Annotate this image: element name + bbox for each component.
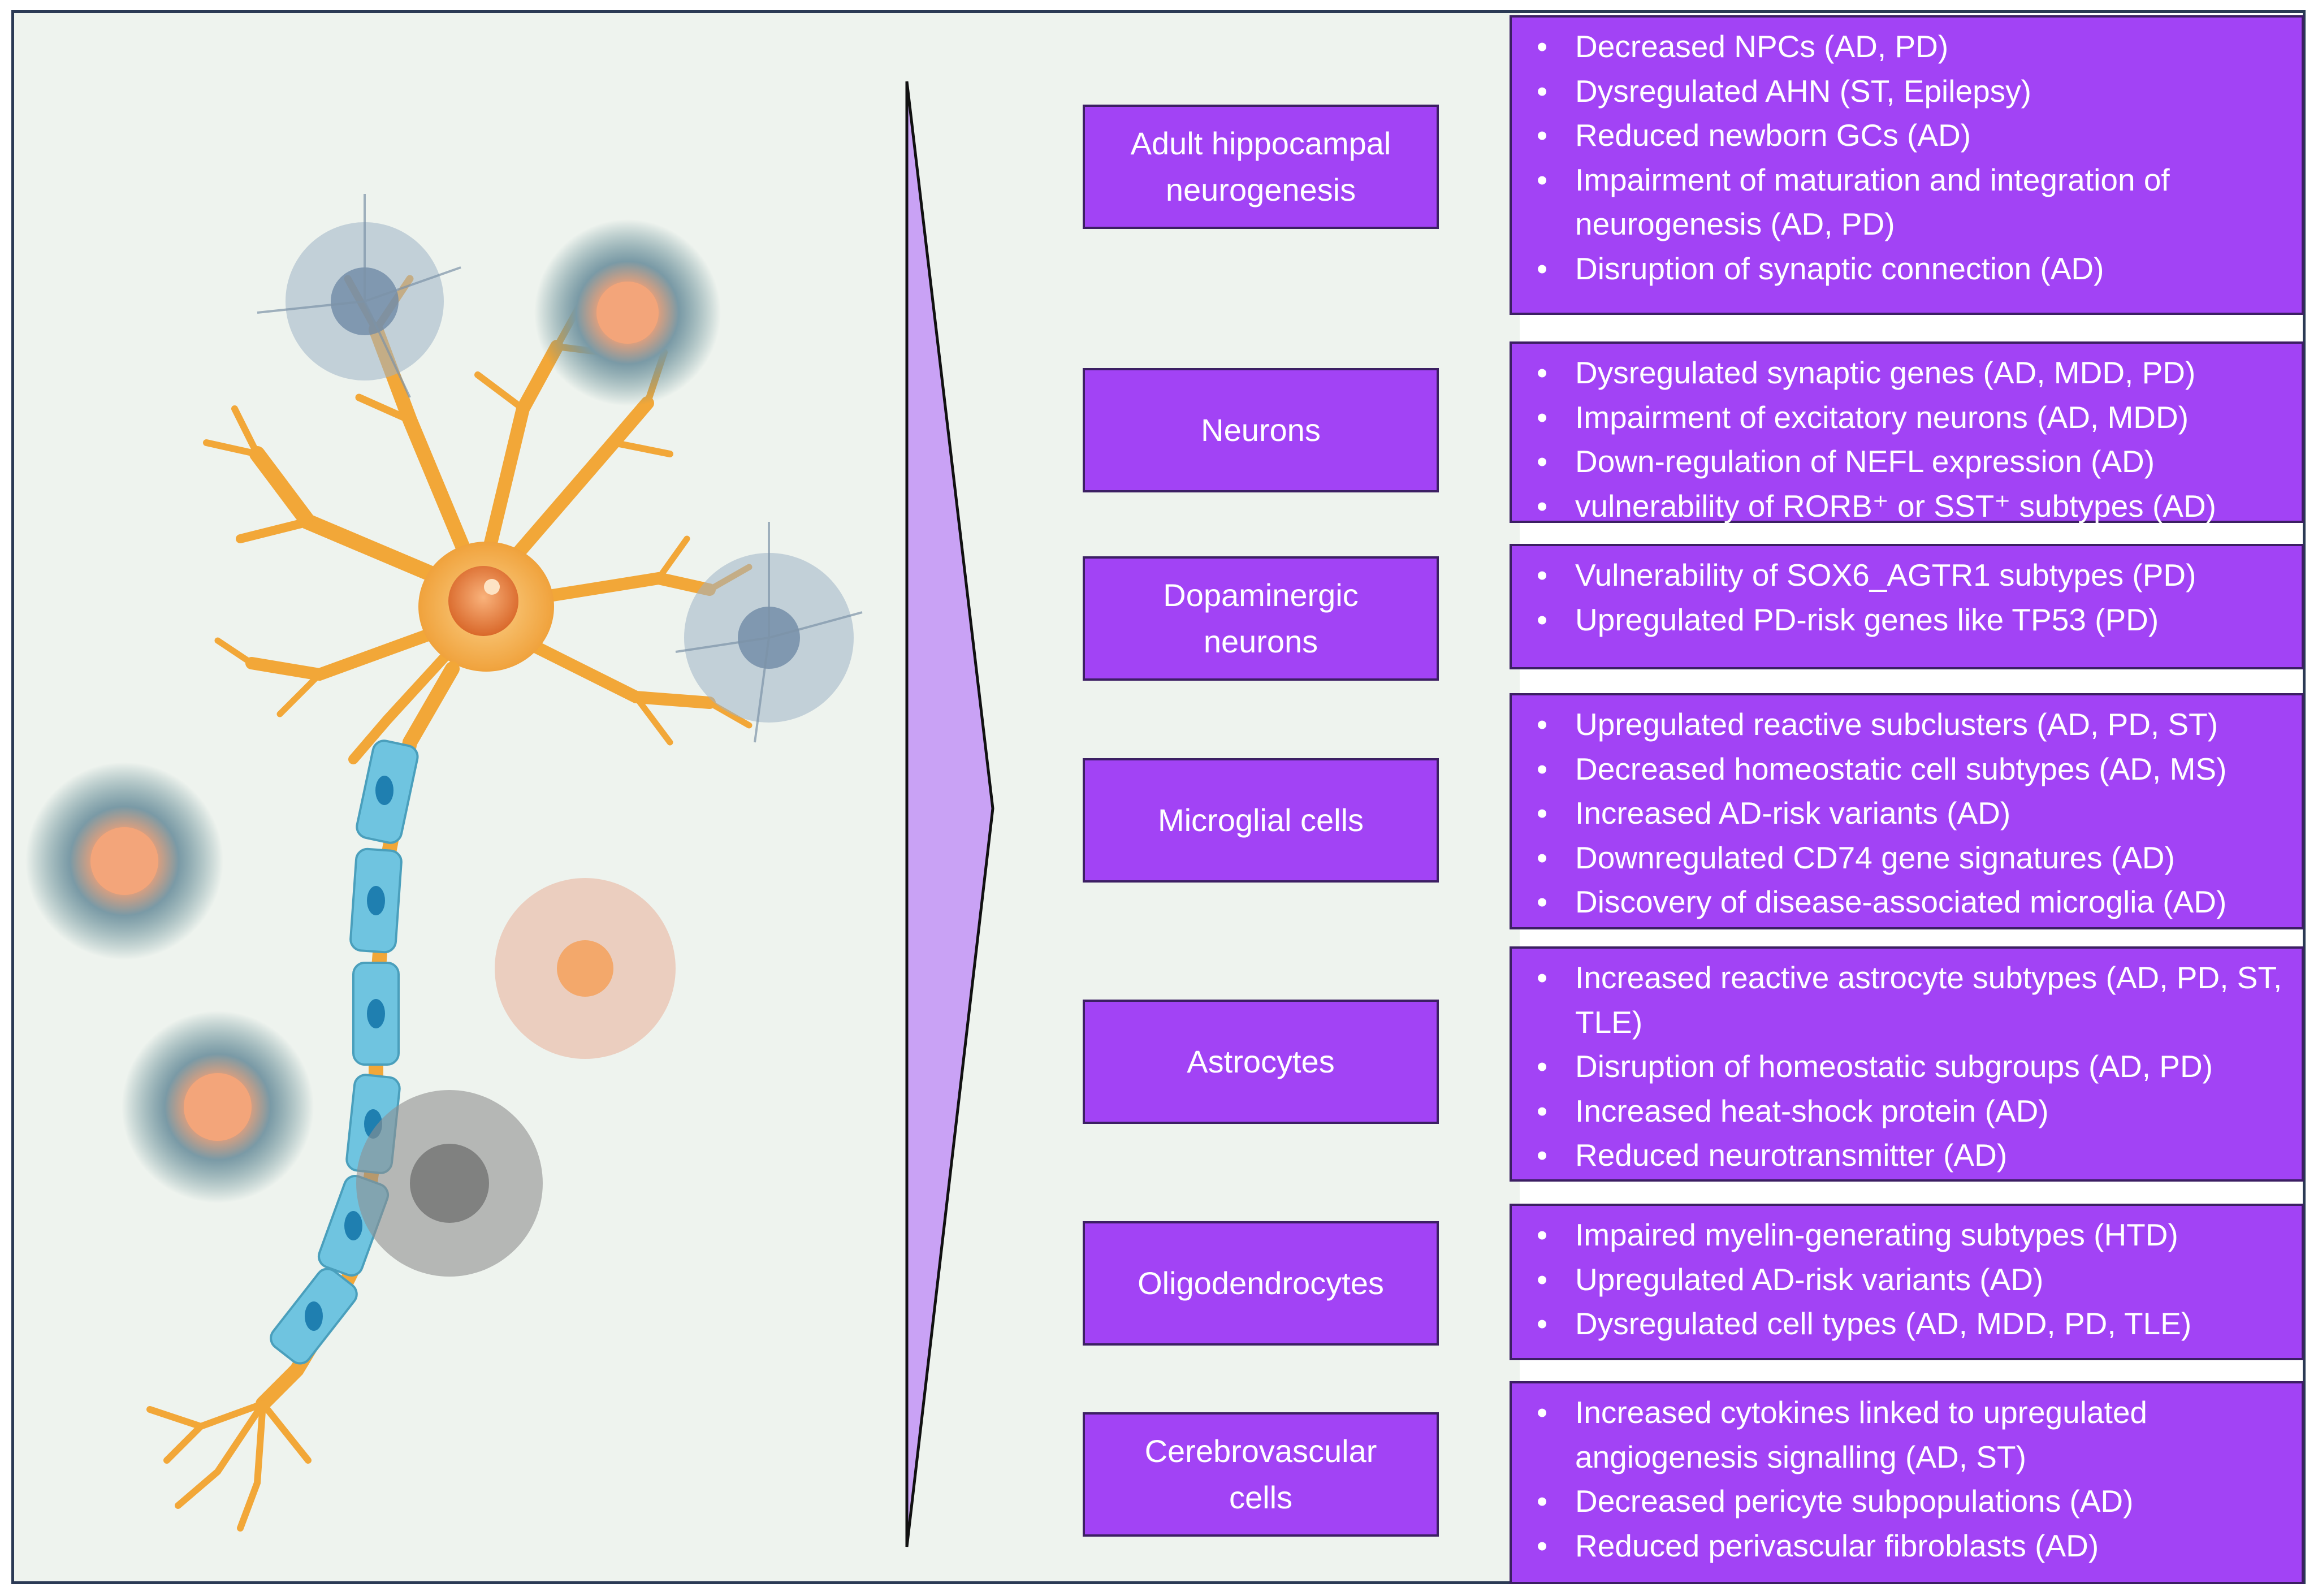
feature-item: Discovery of disease-associated microgli…	[1534, 880, 2296, 924]
cell-type-box: Oligodendrocytes	[1083, 1221, 1439, 1346]
feature-item: Increased cytokines linked to upregulate…	[1534, 1390, 2296, 1479]
feature-item: Upregulated AD-risk variants (AD)	[1534, 1257, 2296, 1302]
feature-item: Down-regulation of NEFL expression (AD)	[1534, 439, 2296, 484]
feature-item: Dysregulated synaptic genes (AD, MDD, PD…	[1534, 351, 2296, 395]
feature-item: Reduced newborn GCs (AD)	[1534, 113, 2296, 158]
feature-box: Vulnerability of SOX6_AGTR1 subtypes (PD…	[1510, 544, 2304, 669]
cell-type-box: Microglial cells	[1083, 758, 1439, 883]
feature-item: Reduced perivascular fibroblasts (AD)	[1534, 1524, 2296, 1568]
glia-cell-icon	[25, 219, 854, 1277]
feature-box: Impaired myelin-generating subtypes (HTD…	[1510, 1204, 2304, 1360]
feature-item: Increased heat-shock protein (AD)	[1534, 1089, 2296, 1134]
feature-item: Reduced neurotransmitter (AD)	[1534, 1133, 2296, 1178]
cell-type-box: Adult hippocampal neurogenesis	[1083, 105, 1439, 229]
neuron-illustration	[25, 194, 863, 1532]
feature-item: Disruption of homeostatic subgroups (AD,…	[1534, 1044, 2296, 1089]
feature-box: Dysregulated synaptic genes (AD, MDD, PD…	[1510, 341, 2304, 528]
feature-item: vulnerability of RORB⁺ or SST⁺ subtypes …	[1534, 484, 2296, 529]
feature-item: Upregulated PD-risk genes like TP53 (PD)	[1534, 598, 2296, 642]
feature-item: Downregulated CD74 gene signatures (AD)	[1534, 836, 2296, 880]
feature-item: Vulnerability of SOX6_AGTR1 subtypes (PD…	[1534, 553, 2296, 598]
cell-type-box: Cerebrovascular cells	[1083, 1412, 1439, 1537]
funnel-arrow	[905, 81, 994, 1547]
feature-box: Decreased NPCs (AD, PD) Dysregulated AHN…	[1510, 15, 2304, 315]
neuron-nucleus	[448, 566, 518, 636]
feature-item: Dysregulated cell types (AD, MDD, PD, TL…	[1534, 1301, 2296, 1346]
feature-item: Upregulated reactive subclusters (AD, PD…	[1534, 702, 2296, 747]
axon-terminals	[146, 1400, 312, 1532]
feature-item: Decreased NPCs (AD, PD)	[1534, 24, 2296, 69]
feature-item: Increased AD-risk variants (AD)	[1534, 791, 2296, 836]
feature-item: Decreased homeostatic cell subtypes (AD,…	[1534, 747, 2296, 791]
feature-item: Impaired myelin-generating subtypes (HTD…	[1534, 1213, 2296, 1257]
feature-item: Impairment of maturation and integration…	[1534, 158, 2296, 246]
feature-item: Impairment of excitatory neurons (AD, MD…	[1534, 395, 2296, 440]
feature-item: Increased reactive astrocyte subtypes (A…	[1534, 955, 2296, 1044]
cell-type-box: Dopaminergic neurons	[1083, 556, 1439, 681]
feature-box: Upregulated reactive subclusters (AD, PD…	[1510, 693, 2304, 929]
cell-type-box: Neurons	[1083, 368, 1439, 492]
feature-box: Increased cytokines linked to upregulate…	[1510, 1381, 2304, 1584]
feature-item: Decreased pericyte subpopulations (AD)	[1534, 1479, 2296, 1524]
feature-item: Disruption of synaptic connection (AD)	[1534, 246, 2296, 291]
cell-illustration-panel	[14, 13, 1520, 1581]
feature-box: Increased reactive astrocyte subtypes (A…	[1510, 946, 2304, 1182]
feature-item: Dysregulated AHN (ST, Epilepsy)	[1534, 69, 2296, 114]
cell-type-box: Astrocytes	[1083, 1000, 1439, 1124]
